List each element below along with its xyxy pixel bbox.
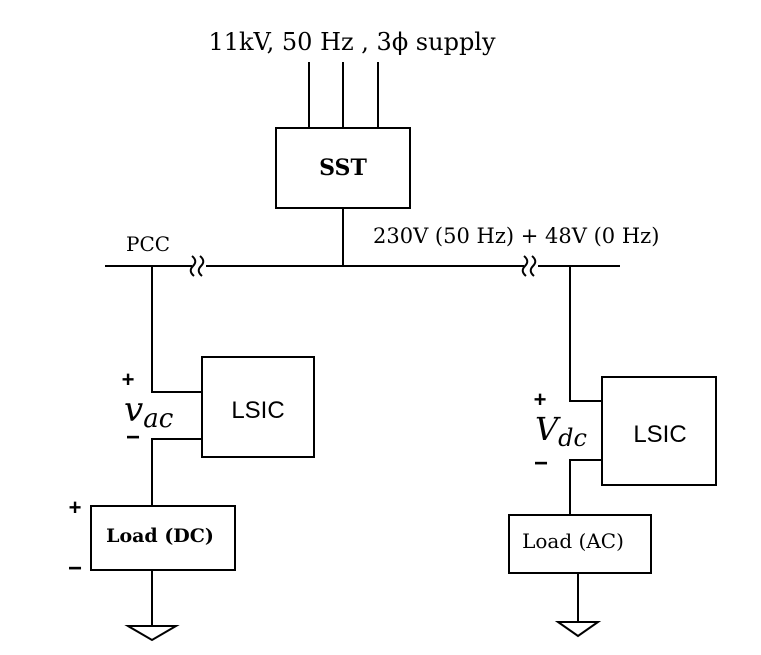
right-lsic-label: LSIC	[633, 421, 686, 448]
three-phase-lines	[308, 62, 379, 128]
load-dc-plus: +	[69, 495, 82, 520]
left-vac-symbol: vac	[124, 390, 174, 434]
left-output-wire	[151, 438, 202, 506]
right-vdc-minus: −	[534, 450, 548, 477]
right-vdc-symbol: Vdc	[535, 410, 587, 452]
load-ac-label: Load (AC)	[522, 529, 624, 553]
pcc-label: PCC	[126, 232, 170, 256]
load-dc-label: Load (DC)	[106, 525, 214, 547]
right-lsic-box	[601, 376, 717, 486]
right-feeder-wire	[569, 266, 602, 402]
left-feeder-wire	[151, 266, 202, 393]
left-break-mark	[189, 255, 205, 277]
right-break-mark	[521, 255, 537, 277]
left-lsic-box	[201, 356, 315, 458]
right-output-wire	[569, 459, 602, 515]
left-ground-icon	[124, 570, 180, 642]
right-vdc-plus: +	[534, 387, 547, 412]
left-lsic-label: LSIC	[231, 397, 284, 424]
bus-voltage-label: 230V (50 Hz) + 48V (0 Hz)	[373, 224, 659, 248]
load-ac-box	[508, 514, 652, 574]
load-dc-minus: −	[68, 555, 82, 582]
supply-label: 11kV, 50 Hz , 3ϕ supply	[208, 28, 496, 56]
sst-label: SST	[319, 155, 367, 181]
left-vac-plus: +	[122, 367, 135, 392]
sst-box	[275, 127, 411, 209]
load-dc-box	[90, 505, 236, 571]
right-ground-icon	[554, 573, 602, 638]
left-vac-minus: −	[126, 424, 140, 451]
